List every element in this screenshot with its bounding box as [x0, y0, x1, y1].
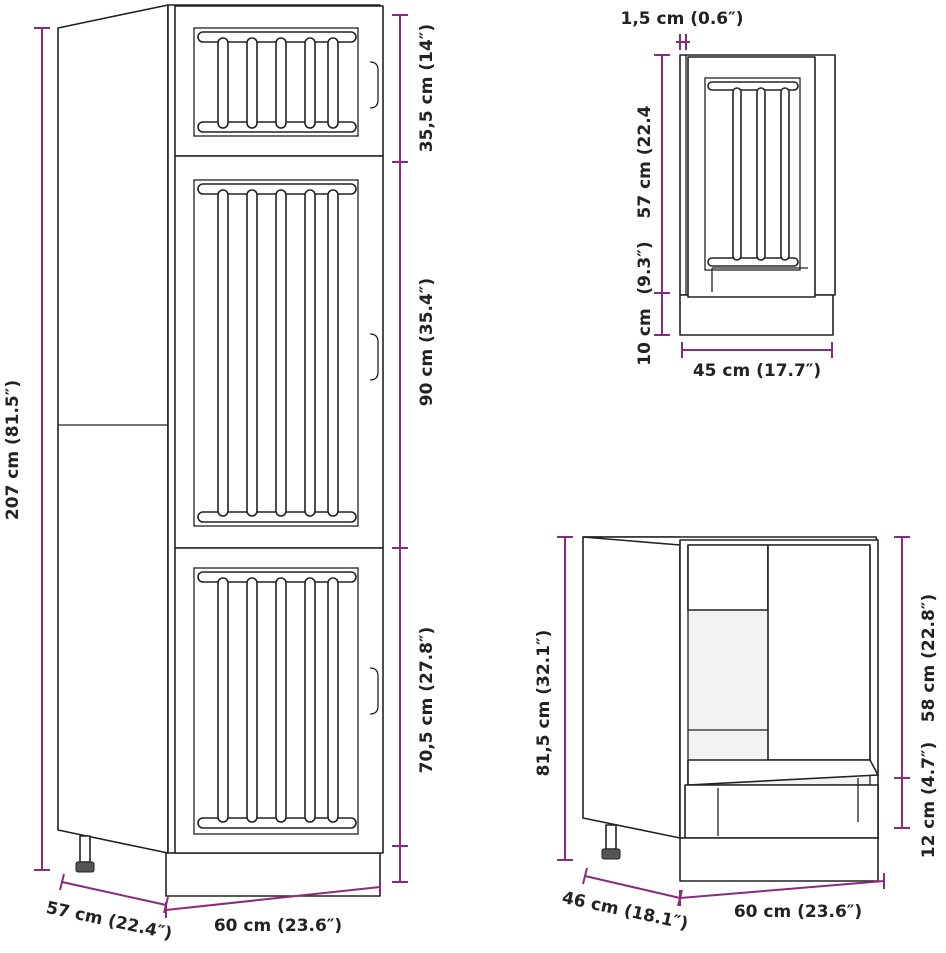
wall-cabinet-base-height-label: 10 cm	[635, 308, 655, 365]
tall-cabinet-width-label: 60 cm (23.6″)	[214, 916, 342, 936]
wall-cabinet: 1,5 cm (0.6″) 57 cm (22.4 (9.3″) 10 cm 4…	[621, 9, 836, 381]
wall-cabinet-dimension-lines	[654, 34, 833, 358]
oven-cabinet-side-panel	[582, 536, 681, 839]
wall-cabinet-door-height-label: 57 cm (22.4	[635, 105, 655, 218]
tall-cabinet-middle-door	[174, 155, 384, 549]
tall-cabinet-top-door	[174, 5, 384, 157]
wall-cabinet-thickness-label: 1,5 cm (0.6″)	[621, 9, 744, 29]
handle-icon	[369, 333, 379, 381]
tall-cabinet-dimension-lines	[34, 14, 408, 918]
tall-cabinet-top-door-label: 35,5 cm (14″)	[417, 24, 437, 152]
oven-cabinet-dimension-lines	[557, 536, 910, 907]
tall-cabinet-foot	[75, 835, 95, 873]
handle-icon	[369, 61, 379, 109]
oven-cabinet: 81,5 cm (32.1″) 58 cm (22.8″) 12 cm (4.7…	[534, 536, 939, 934]
oven-cabinet-foot	[601, 824, 621, 860]
tall-cabinet: 207 cm (81.5″) 35,5 cm (14″) 90 cm (35.4…	[3, 4, 437, 944]
tall-cabinet-bottom-door	[174, 547, 384, 854]
wall-cabinet-base-inch-label: (9.3″)	[635, 241, 655, 294]
tall-cabinet-depth-label: 57 cm (22.4″)	[44, 898, 174, 944]
tall-cabinet-bottom-door-label: 70,5 cm (27.8″)	[417, 627, 437, 774]
tall-cabinet-side-panel	[57, 4, 169, 854]
wall-cabinet-width-label: 45 cm (17.7″)	[693, 361, 821, 381]
tall-cabinet-plinth	[165, 852, 381, 897]
oven-cabinet-plinth	[679, 837, 879, 882]
oven-cabinet-opening-label: 58 cm (22.8″)	[919, 594, 939, 722]
oven-cabinet-drawer	[684, 784, 879, 839]
oven-cabinet-height-label: 81,5 cm (32.1″)	[534, 630, 554, 777]
wall-cabinet-door	[687, 56, 816, 298]
wall-cabinet-base	[679, 294, 834, 336]
oven-cabinet-drawer-label: 12 cm (4.7″)	[919, 742, 939, 859]
tall-cabinet-middle-door-label: 90 cm (35.4″)	[417, 278, 437, 406]
handle-icon	[369, 667, 379, 715]
tall-cabinet-height-label: 207 cm (81.5″)	[3, 380, 23, 520]
oven-cabinet-width-label: 60 cm (23.6″)	[734, 902, 862, 922]
